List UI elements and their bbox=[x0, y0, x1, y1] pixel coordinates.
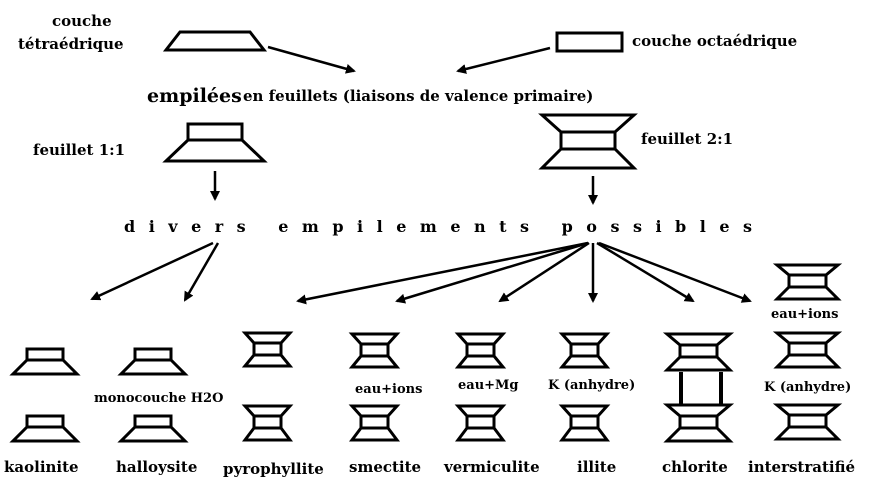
mineral-label-halloysite: halloysite bbox=[116, 458, 197, 476]
smectite-layer-bottom-icon bbox=[348, 404, 401, 442]
vermiculite-layer-bottom-icon bbox=[454, 404, 507, 442]
sheet-1-1-icon bbox=[162, 122, 268, 163]
label-smectite-eau-ions: eau+ions bbox=[355, 382, 422, 397]
chlorite-layer-bottom-icon bbox=[662, 403, 735, 443]
arrow-to-smectite bbox=[395, 241, 589, 304]
halloysite-layer-top-icon bbox=[117, 347, 189, 376]
tetrahedral-layer-icon bbox=[162, 30, 268, 52]
interstratifie-layer-3-icon bbox=[772, 403, 843, 441]
mineral-label-interstratifie: interstratifié bbox=[748, 458, 855, 476]
halloysite-layer-bottom-icon bbox=[117, 414, 189, 443]
mineral-label-illite: illite bbox=[577, 458, 616, 476]
label-interstratifie-k-anhydre: K (anhydre) bbox=[764, 380, 851, 395]
smectite-layer-top-icon bbox=[348, 332, 401, 369]
sheet-2-1-icon bbox=[538, 113, 638, 170]
pyrophyllite-layer-bottom-icon bbox=[241, 404, 294, 442]
arrow-to-pyrophyllite bbox=[296, 241, 589, 305]
label-divers-empilements: divers empilements possibles bbox=[124, 217, 766, 236]
arrow-to-halloysite bbox=[183, 242, 220, 302]
label-interstratifie-eau-ions: eau+ions bbox=[771, 307, 838, 322]
interstratifie-layer-2-icon bbox=[772, 331, 843, 369]
label-empilees: empilées bbox=[147, 85, 242, 107]
octahedral-layer-icon bbox=[555, 31, 624, 53]
interstratifie-layer-1-icon bbox=[772, 263, 843, 301]
pyrophyllite-layer-top-icon bbox=[241, 331, 294, 368]
mineral-label-chlorite: chlorite bbox=[662, 458, 728, 476]
arrow-to-vermiculite bbox=[498, 241, 590, 303]
vermiculite-layer-top-icon bbox=[454, 332, 507, 369]
arrow-tetra-to-sheets bbox=[267, 45, 356, 74]
arrow-to-kaolinite bbox=[90, 241, 214, 301]
mineral-label-smectite: smectite bbox=[349, 458, 421, 476]
label-feuillet-1-1: feuillet 1:1 bbox=[33, 141, 125, 159]
label-couche: couche bbox=[52, 12, 112, 30]
label-vermiculite-eau-mg: eau+Mg bbox=[458, 378, 519, 393]
mineral-label-kaolinite: kaolinite bbox=[4, 458, 79, 476]
mineral-label-pyrophyllite: pyrophyllite bbox=[223, 460, 324, 478]
chlorite-layer-top-icon bbox=[662, 332, 735, 372]
arrow-to-chlorite bbox=[596, 241, 695, 303]
arrow-to-interstratifie bbox=[598, 241, 752, 303]
kaolinite-layer-bottom-icon bbox=[9, 414, 81, 443]
label-tetraedrique: tétraédrique bbox=[18, 35, 124, 53]
arrow-octa-to-sheets bbox=[456, 46, 551, 74]
label-en-feuillets: en feuillets (liaisons de valence primai… bbox=[243, 87, 593, 105]
label-couche-octaedrique: couche octaédrique bbox=[632, 32, 797, 50]
label-monocouche-h2o: monocouche H2O bbox=[94, 391, 223, 406]
illite-layer-top-icon bbox=[558, 332, 611, 369]
label-illite-k-anhydre: K (anhydre) bbox=[548, 378, 635, 393]
label-feuillet-2-1: feuillet 2:1 bbox=[641, 130, 733, 148]
kaolinite-layer-top-icon bbox=[9, 347, 81, 376]
mineral-label-vermiculite: vermiculite bbox=[443, 458, 540, 476]
illite-layer-bottom-icon bbox=[558, 404, 611, 442]
